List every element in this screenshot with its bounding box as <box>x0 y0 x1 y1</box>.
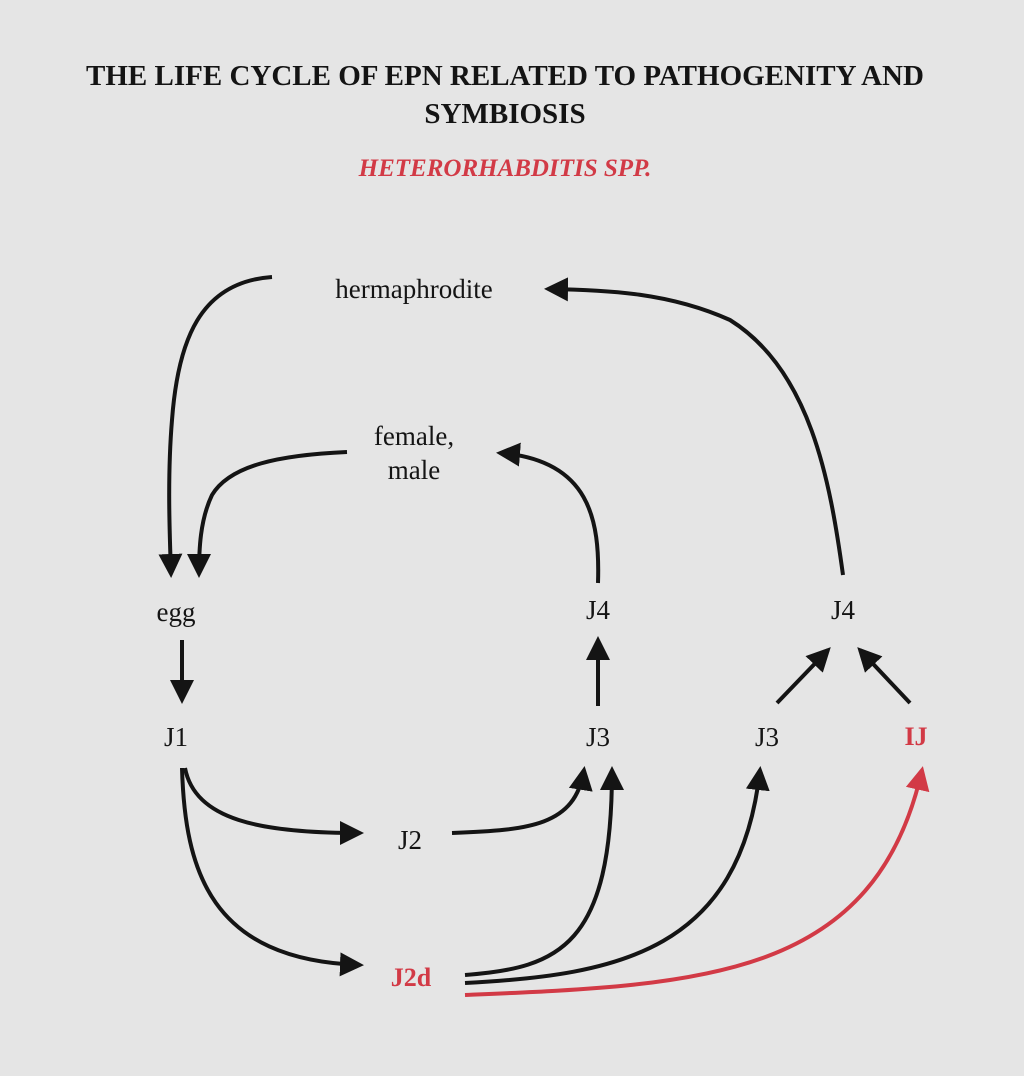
node-j4-left: J4 <box>585 595 611 625</box>
diagram-subtitle: HETERORHABDITIS SPP. <box>358 155 652 182</box>
arrow-j2d-to-ij <box>464 766 930 997</box>
arrow-j1-to-j2 <box>183 767 364 845</box>
node-j3-right: J3 <box>754 722 780 752</box>
node-j2d: J2d <box>390 963 432 992</box>
node-female-male: female, male <box>374 419 454 487</box>
diagram-title-line2: SYMBIOSIS <box>424 98 586 130</box>
arrow-j4-left-to-female-male <box>496 442 601 584</box>
arrow-j3-right-to-j4-right <box>775 647 831 705</box>
diagram-title-line1: THE LIFE CYCLE OF EPN RELATED TO PATHOGE… <box>86 60 924 92</box>
node-egg: egg <box>156 597 196 627</box>
arrow-j2d-to-j3-left <box>464 766 624 977</box>
arrow-j2-to-j3-left <box>451 766 593 835</box>
arrow-ij-to-j4-right <box>857 647 912 705</box>
arrow-hermaphrodite-to-egg <box>158 275 273 578</box>
arrow-j4-right-to-hermaphrodite <box>544 277 845 576</box>
node-ij: IJ <box>904 722 928 751</box>
arrow-j2d-to-j3-right <box>464 766 770 985</box>
node-j4-right: J4 <box>830 595 856 625</box>
node-j2: J2 <box>397 825 423 855</box>
node-male-label: male <box>387 455 441 485</box>
node-hermaphrodite: hermaphrodite <box>335 274 493 304</box>
arrow-j1-to-j2d <box>180 767 364 977</box>
node-female-label: female, <box>373 421 455 451</box>
node-j3-left: J3 <box>585 722 611 752</box>
node-j1: J1 <box>163 722 189 752</box>
arrow-female-male-to-egg <box>187 450 348 578</box>
